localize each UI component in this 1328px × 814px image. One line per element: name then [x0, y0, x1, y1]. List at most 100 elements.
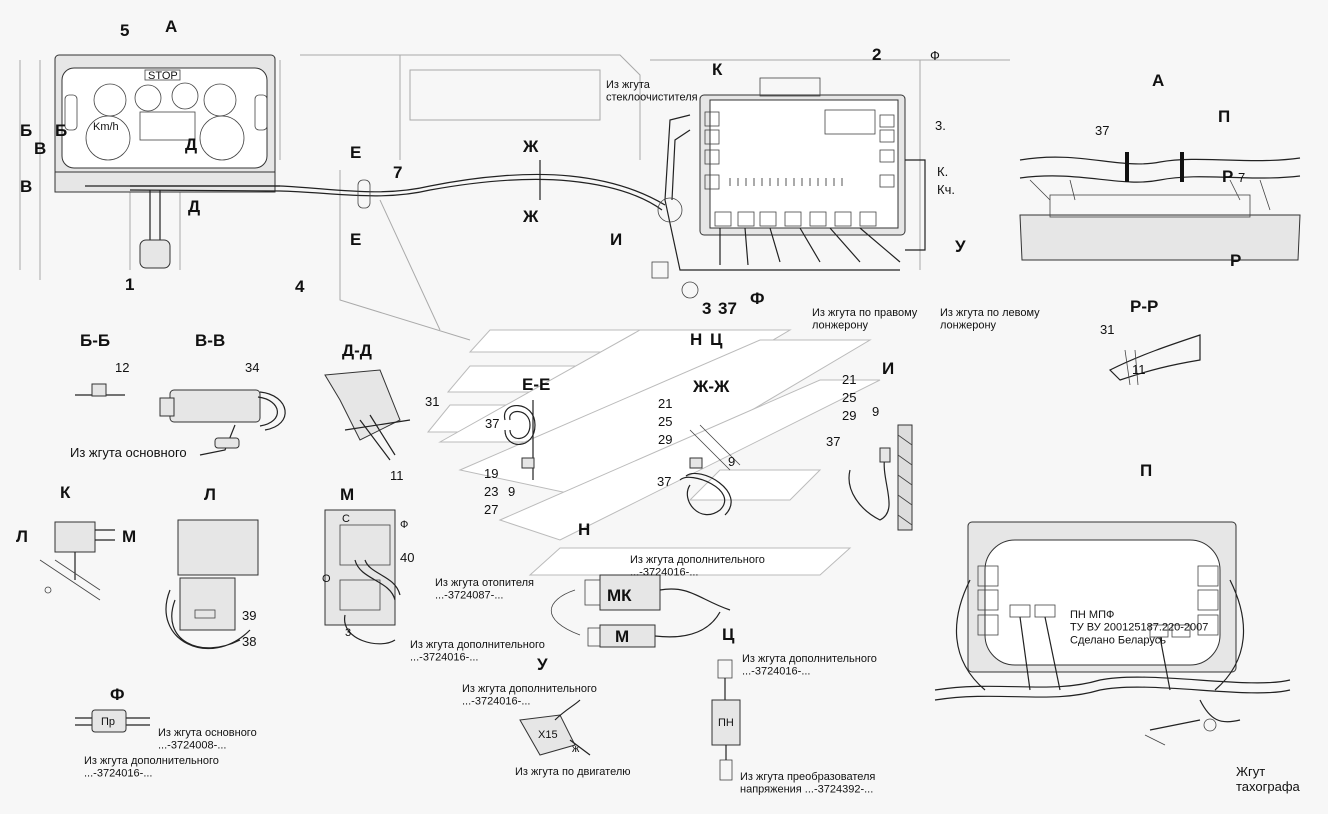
cab-outline [19, 54, 1010, 341]
view-f-title: Ф [110, 685, 125, 704]
label-k-top: К [712, 60, 723, 79]
view-l [165, 519, 259, 649]
label-5: 5 [120, 21, 129, 40]
arrow-l-label: Л [16, 527, 28, 546]
label-25a: 25 [658, 414, 672, 429]
label-pn: ПН [718, 717, 734, 729]
label-38: 38 [242, 634, 256, 649]
callout-add-u: Из жгута дополнительного...-3724016-... [462, 683, 597, 708]
view-m [324, 509, 401, 645]
label-zh2: Ж [522, 207, 539, 226]
label-9a: 9 [508, 484, 515, 499]
label-12: 12 [115, 360, 129, 375]
section-vv-title: В-В [195, 331, 225, 350]
label-11a: 11 [1132, 362, 1146, 377]
label-o: О [322, 573, 331, 585]
section-zhzh-title: Ж-Ж [692, 377, 730, 396]
view-p [934, 521, 1291, 746]
label-37a: 37 [718, 299, 737, 318]
section-b-b [75, 383, 125, 397]
stop-label: STOP [148, 70, 178, 82]
label-f-top: Ф [930, 48, 940, 63]
callout-main-f: Из жгута основного...-3724008-... [158, 727, 257, 752]
view-m-title: М [340, 485, 354, 504]
section-d-d [324, 369, 411, 461]
label-f-m: Ф [400, 519, 408, 531]
label-4: 4 [295, 277, 305, 296]
main-harness [129, 160, 666, 269]
view-p-title: П [1140, 461, 1152, 480]
view-n [550, 574, 731, 648]
label-19: 19 [484, 466, 498, 481]
label-37c: 37 [485, 416, 499, 431]
view-i-title: И [882, 359, 894, 378]
label-c: С [342, 513, 350, 525]
conn-mk: МК [607, 586, 632, 605]
label-31b: 31 [425, 394, 439, 409]
section-dd-title: Д-Д [342, 341, 372, 360]
view-k-title: К [60, 483, 71, 502]
view-ts-title: Ц [722, 625, 735, 644]
view-k [39, 521, 115, 601]
callout-add-f: Из жгута дополнительного...-3724016-... [84, 755, 219, 780]
view-a-title: А [1152, 71, 1164, 90]
view-l-title: Л [204, 485, 216, 504]
label-r1: Р [1222, 167, 1233, 186]
label-i: И [610, 230, 622, 249]
view-ts [711, 659, 741, 781]
label-pr: Пр [101, 716, 115, 728]
kmh-label: Km/h [93, 121, 119, 133]
section-e-e [504, 400, 536, 480]
label-k-dot: К. [937, 164, 948, 179]
label-f-mid: Ф [750, 289, 765, 308]
callout-add-ts: Из жгута дополнительного...-3724016-... [742, 653, 877, 678]
label-27: 27 [484, 502, 498, 517]
label-a-top: А [165, 17, 177, 36]
instrument-cluster [54, 54, 280, 193]
view-u [519, 699, 591, 756]
view-n-title: Н [578, 520, 590, 539]
label-b1: Б [20, 121, 32, 140]
label-21b: 21 [842, 372, 856, 387]
conn-m: М [615, 627, 629, 646]
label-9b: 9 [728, 454, 735, 469]
label-d2: Д [188, 197, 200, 216]
label-v1: В [34, 139, 46, 158]
label-9c: 9 [872, 404, 879, 419]
label-3b: 3 [702, 299, 711, 318]
label-37b: 37 [1095, 123, 1109, 138]
label-zh1: Ж [522, 137, 539, 156]
label-29b: 29 [842, 408, 856, 423]
label-25b: 25 [842, 390, 856, 405]
label-21a: 21 [658, 396, 672, 411]
label-ts-mid: Ц [710, 330, 723, 349]
label-7b: 7 [1238, 170, 1245, 185]
callout-engine-u: Из жгута по двигателю [515, 766, 630, 778]
view-p-arrow: П [1218, 107, 1230, 126]
label-7: 7 [393, 163, 402, 182]
label-3c: 3 [345, 627, 351, 639]
label-2: 2 [872, 45, 881, 64]
section-rr-title: Р-Р [1130, 297, 1158, 316]
label-37e: 37 [826, 434, 840, 449]
label-d1: Д [185, 135, 197, 154]
view-a [1019, 152, 1301, 261]
arrow-m-label: М [122, 527, 136, 546]
label-31a: 31 [1100, 322, 1114, 337]
section-i [848, 424, 913, 531]
label-zh-small: ж [572, 743, 580, 755]
section-bb-title: Б-Б [80, 331, 110, 350]
label-11b: 11 [390, 468, 404, 483]
control-unit [651, 77, 926, 299]
label-34: 34 [245, 360, 259, 375]
label-3a: 3. [935, 118, 946, 133]
